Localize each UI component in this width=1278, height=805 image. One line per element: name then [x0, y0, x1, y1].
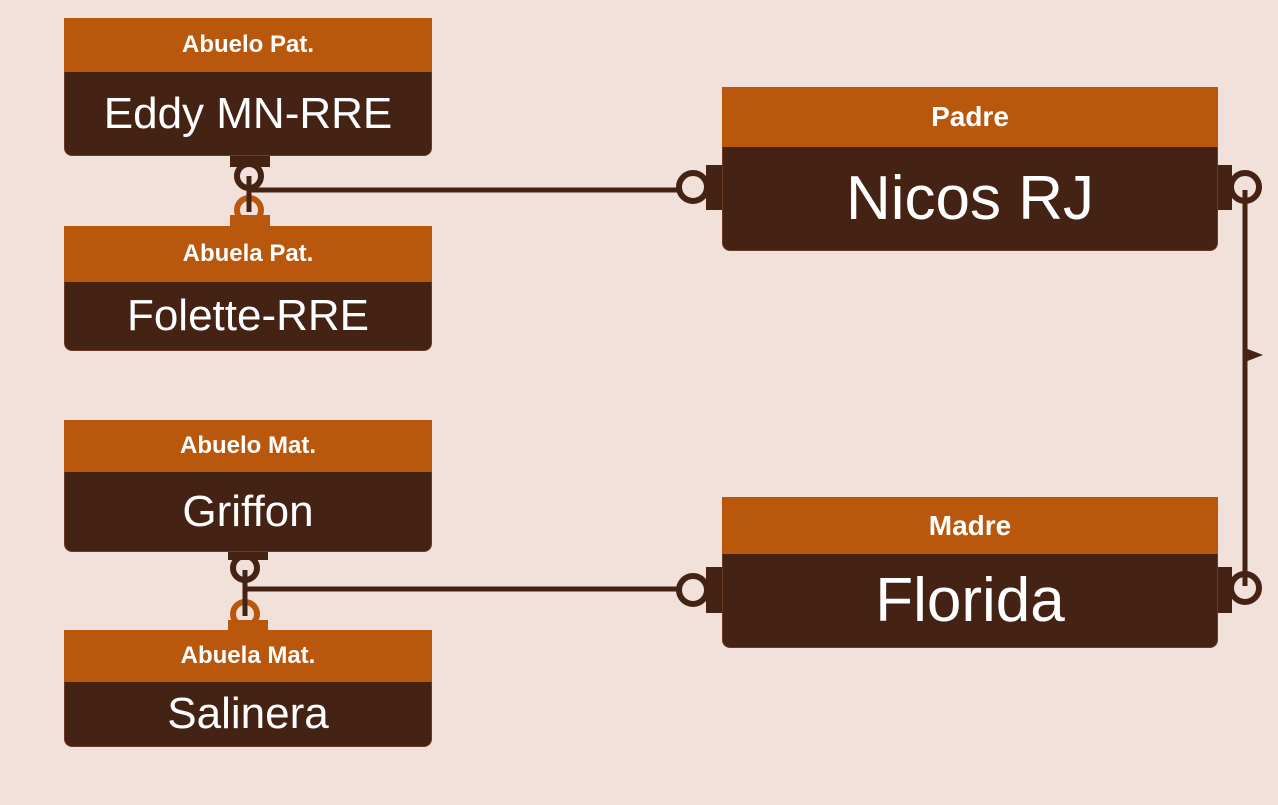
node-role-label: Madre [722, 497, 1218, 554]
node-abuela-mat[interactable]: Abuela Mat. Salinera [64, 630, 432, 747]
node-name-label: Eddy MN-RRE [64, 72, 432, 156]
connector-tab-madre-right [1218, 567, 1232, 613]
node-abuelo-pat[interactable]: Abuelo Pat. Eddy MN-RRE [64, 18, 432, 156]
connector-tab-madre-left [706, 567, 722, 613]
node-role-label: Abuelo Mat. [64, 420, 432, 472]
node-madre[interactable]: Madre Florida [722, 497, 1218, 648]
node-role-label: Abuela Mat. [64, 630, 432, 682]
midpoint-arrow-icon [1245, 348, 1263, 362]
node-name-label: Salinera [64, 682, 432, 747]
node-padre[interactable]: Padre Nicos RJ [722, 87, 1218, 251]
connector-tab-abuela-mat [228, 620, 268, 632]
node-name-label: Folette-RRE [64, 282, 432, 351]
node-name-label: Florida [722, 554, 1218, 648]
node-role-label: Abuelo Pat. [64, 18, 432, 72]
node-role-label: Padre [722, 87, 1218, 147]
connector-ring-padre-left [676, 170, 710, 204]
connector-tab-abuela-pat [230, 215, 270, 227]
node-name-label: Nicos RJ [722, 147, 1218, 251]
node-abuela-pat[interactable]: Abuela Pat. Folette-RRE [64, 226, 432, 351]
connector-tab-padre-right [1218, 165, 1232, 210]
node-role-label: Abuela Pat. [64, 226, 432, 282]
connector-ring-madre-left [676, 573, 710, 607]
connector-tab-padre-left [706, 165, 722, 210]
node-name-label: Griffon [64, 472, 432, 552]
node-abuelo-mat[interactable]: Abuelo Mat. Griffon [64, 420, 432, 552]
